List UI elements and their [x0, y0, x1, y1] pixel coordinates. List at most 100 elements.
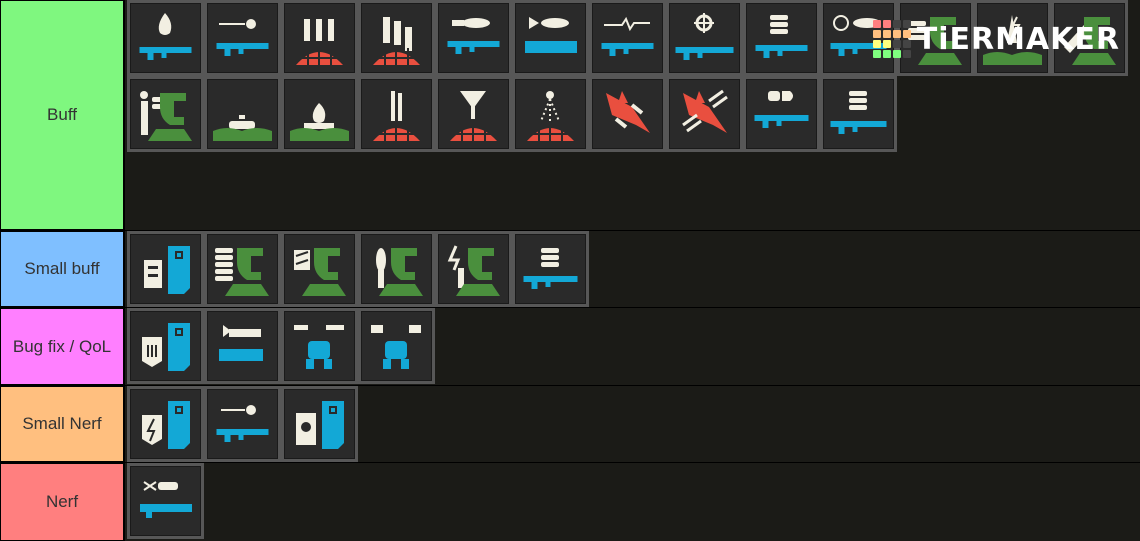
tier-item-tile[interactable] — [820, 0, 897, 76]
mortar-sentry-icon — [376, 248, 423, 296]
tier-item-tile[interactable] — [127, 308, 204, 384]
logo-grid-cell — [882, 30, 891, 38]
tier-row-nerf: Nerf — [0, 463, 1140, 541]
tier-item-tile[interactable] — [512, 0, 589, 76]
tier-item-tile[interactable] — [358, 76, 435, 152]
orbital-precision-strike-icon — [450, 91, 497, 141]
ballistic-shield-pack-icon — [142, 323, 190, 371]
tier-row-small-buff: Small buff — [0, 231, 1140, 307]
tier-item-tile[interactable] — [358, 231, 435, 307]
tier-item-tile[interactable] — [820, 76, 897, 152]
mg-sentry-icon — [908, 17, 962, 65]
orbital-laser-icon — [527, 91, 574, 141]
logo-grid-cell — [902, 20, 911, 28]
tier-item-tile[interactable] — [666, 76, 743, 152]
logo-grid-cell — [872, 30, 881, 38]
tier-item-tile[interactable] — [589, 0, 666, 76]
gatling-sentry-person-icon — [140, 91, 192, 141]
logo-grid-cell — [892, 50, 901, 58]
tier-item-tile[interactable] — [204, 308, 281, 384]
railgun-icon — [140, 481, 192, 518]
orbital-three-shells-icon — [296, 19, 343, 65]
quasar-cannon-icon — [219, 325, 263, 361]
tier-label[interactable]: Nerf — [0, 463, 124, 541]
emancipator-exosuit-icon — [371, 325, 421, 369]
machine-gun-icon — [755, 15, 808, 58]
minefield-icon — [213, 115, 272, 141]
tier-item-tile[interactable] — [204, 76, 281, 152]
tier-item-tile[interactable] — [281, 76, 358, 152]
tier-label[interactable]: Small Nerf — [0, 386, 124, 462]
tier-row-bug-fix-qol: Bug fix / QoL — [0, 308, 1140, 385]
tier-items — [125, 0, 1140, 230]
tier-item-tile[interactable] — [512, 76, 589, 152]
spear-launcher-icon — [525, 17, 577, 53]
tier-item-tile[interactable] — [281, 308, 358, 384]
tier-item-tile[interactable] — [127, 76, 204, 152]
logo-text: TiERMAKER — [916, 21, 1120, 57]
orbital-walking-barrage-icon — [373, 91, 420, 141]
tier-item-tile[interactable] — [127, 463, 204, 539]
tier-item-tile[interactable] — [204, 231, 281, 307]
tiermaker-logo[interactable]: TiERMAKER — [872, 20, 1120, 58]
tier-item-tile[interactable] — [666, 0, 743, 76]
logo-grid-cell — [882, 50, 891, 58]
tier-item-tile[interactable] — [974, 0, 1051, 76]
gatling-sentry-icon — [215, 248, 269, 296]
incendiary-mines-icon — [290, 103, 349, 141]
tier-item-tile[interactable] — [743, 76, 820, 152]
logo-grid-cell — [902, 40, 911, 48]
tier-item-tile[interactable] — [358, 0, 435, 76]
autocannon-sentry-icon — [294, 248, 346, 296]
tier-item-tile[interactable] — [281, 0, 358, 76]
tier-item-tile[interactable] — [281, 386, 358, 462]
logo-grid-cell — [872, 40, 881, 48]
tier-items — [125, 463, 1140, 541]
tier-label[interactable]: Small buff — [0, 231, 124, 307]
tier-item-tile[interactable] — [358, 308, 435, 384]
logo-grid-cell — [892, 30, 901, 38]
tier-item-tile[interactable] — [281, 231, 358, 307]
tier-item-tile[interactable] — [512, 231, 589, 307]
tier-item-tile[interactable] — [127, 0, 204, 76]
eagle-cluster-bomb-icon — [606, 91, 650, 133]
tier-item-tile[interactable] — [127, 231, 204, 307]
autocannon-icon — [754, 91, 809, 128]
tier-item-tile[interactable] — [435, 76, 512, 152]
laser-cannon-icon — [216, 405, 269, 442]
tier-item-tile[interactable] — [589, 76, 666, 152]
tier-label[interactable]: Buff — [0, 0, 124, 230]
tier-row-small-nerf: Small Nerf — [0, 386, 1140, 462]
tier-item-tile[interactable] — [204, 0, 281, 76]
tesla-tower-icon — [983, 15, 1042, 65]
guard-dog-rover-icon — [296, 401, 344, 449]
logo-grid-cell — [882, 20, 891, 28]
tier-item-tile[interactable] — [1051, 0, 1128, 76]
supply-pack-icon — [144, 246, 190, 294]
logo-grid-cell — [892, 20, 901, 28]
rocket-sentry-icon — [1064, 17, 1116, 65]
heavy-mg-icon — [523, 248, 578, 289]
tier-item-tile[interactable] — [435, 0, 512, 76]
anti-materiel-rifle-icon — [675, 13, 734, 60]
tier-label[interactable]: Bug fix / QoL — [0, 308, 124, 385]
logo-grid-cell — [882, 40, 891, 48]
arc-thrower-icon — [601, 16, 654, 56]
tier-items — [125, 386, 1140, 462]
tier-item-tile[interactable] — [204, 386, 281, 462]
logo-grid-cell — [892, 40, 901, 48]
orbital-staggered-shells-icon — [373, 17, 420, 65]
patriot-exosuit-icon — [294, 325, 344, 369]
incendiary-weapon-icon — [139, 13, 192, 60]
ems-mortar-sentry-icon — [447, 245, 500, 296]
stalwart-icon — [830, 91, 887, 134]
tier-item-tile[interactable] — [743, 0, 820, 76]
logo-grid-cell — [872, 50, 881, 58]
tier-items — [125, 231, 1140, 307]
logo-grid-cell — [902, 50, 911, 58]
tier-item-tile[interactable] — [897, 0, 974, 76]
tier-item-tile[interactable] — [127, 386, 204, 462]
tier-item-tile[interactable] — [435, 231, 512, 307]
eagle-strafing-run-icon — [682, 89, 728, 133]
